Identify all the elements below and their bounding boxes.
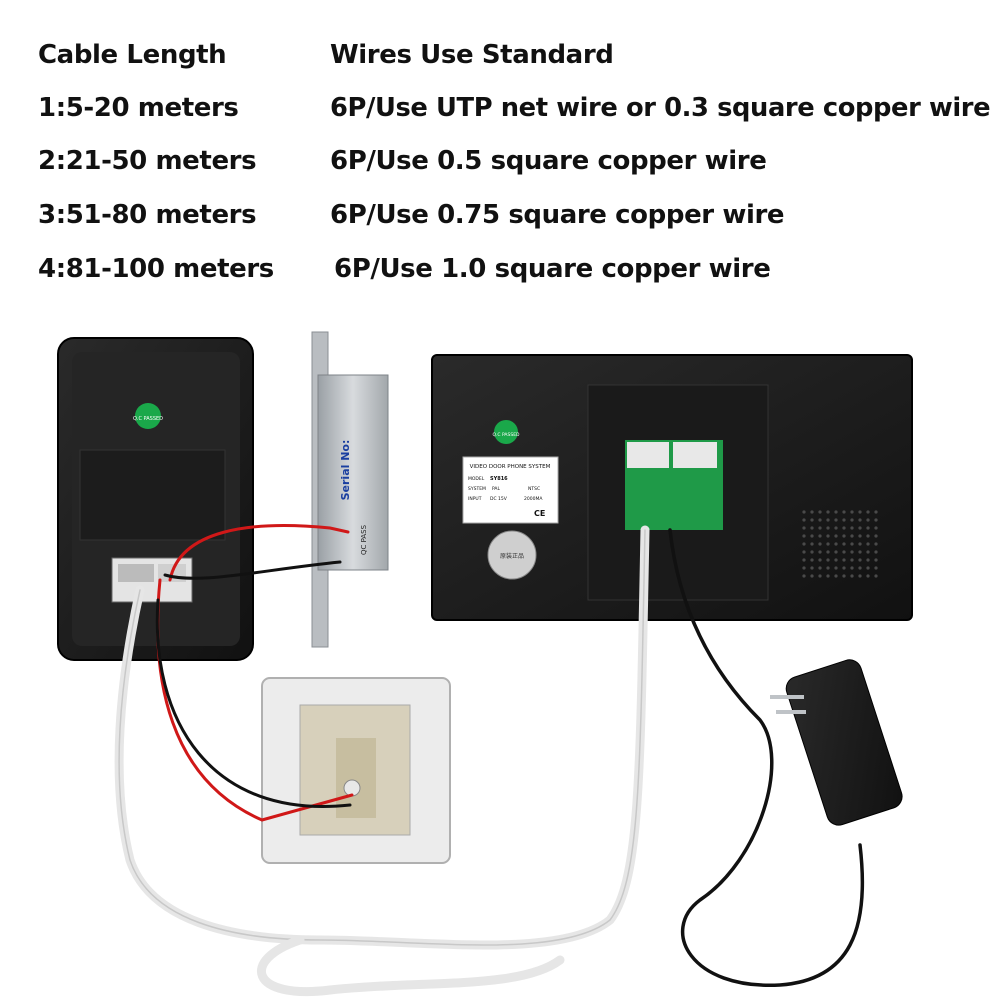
product-photo: Q.C PASSED Serial No: QC PASS Q.C PASSED… [0,300,1000,1000]
svg-text:原装正品: 原装正品 [500,552,524,560]
indoor-monitor [431,354,913,621]
table-row: 3:51-80 meters 6P/Use 0.75 square copper… [0,200,1000,240]
svg-text:INPUT: INPUT [468,496,482,502]
product-illustration: Q.C PASSED Serial No: QC PASS Q.C PASSED… [57,331,913,996]
row-standard: 6P/Use 0.5 square copper wire [330,146,767,176]
svg-text:QC PASS: QC PASS [360,524,368,555]
svg-text:Q.C PASSED: Q.C PASSED [492,432,520,438]
svg-text:2000MA: 2000MA [524,496,543,502]
row-length: 1:5-20 meters [38,93,239,123]
table-header-row: Cable Length Wires Use Standard [0,40,1000,80]
svg-text:VIDEO DOOR PHONE SYSTEM: VIDEO DOOR PHONE SYSTEM [470,464,551,470]
row-standard: 6P/Use 1.0 square copper wire [334,254,771,284]
authenticity-seal: 原装正品 [487,530,537,580]
table-row: 1:5-20 meters 6P/Use UTP net wire or 0.3… [0,93,1000,133]
svg-text:NTSC: NTSC [528,486,540,492]
svg-text:SY816: SY816 [490,476,508,482]
electric-lock: Serial No: QC PASS [311,331,389,648]
svg-text:PAL: PAL [492,486,501,492]
monitor-spec-label: VIDEO DOOR PHONE SYSTEM MODEL SY816 SYST… [462,456,559,524]
svg-text:CE: CE [534,509,545,518]
svg-text:DC 15V: DC 15V [490,496,508,502]
header-cable-length: Cable Length [38,40,227,70]
outdoor-camera-unit [57,337,254,661]
qc-sticker: Q.C PASSED [133,403,163,429]
row-standard: 6P/Use UTP net wire or 0.3 square copper… [330,93,991,123]
svg-text:MODEL: MODEL [468,476,485,482]
cable-spec-table: Cable Length Wires Use Standard 1:5-20 m… [0,0,1000,300]
exit-button-panel [261,677,451,864]
row-length: 4:81-100 meters [38,254,274,284]
table-row: 2:21-50 meters 6P/Use 0.5 square copper … [0,146,1000,186]
row-length: 2:21-50 meters [38,146,257,176]
monitor-qc-sticker: Q.C PASSED [492,420,520,444]
header-wires-standard: Wires Use Standard [330,40,614,70]
svg-text:SYSTEM: SYSTEM [468,486,486,492]
table-row: 4:81-100 meters 6P/Use 1.0 square copper… [0,254,1000,294]
svg-text:Serial No:: Serial No: [339,440,352,501]
row-standard: 6P/Use 0.75 square copper wire [330,200,785,230]
power-adapter [770,659,903,826]
cables [114,524,865,996]
svg-text:Q.C PASSED: Q.C PASSED [133,416,163,422]
row-length: 3:51-80 meters [38,200,257,230]
